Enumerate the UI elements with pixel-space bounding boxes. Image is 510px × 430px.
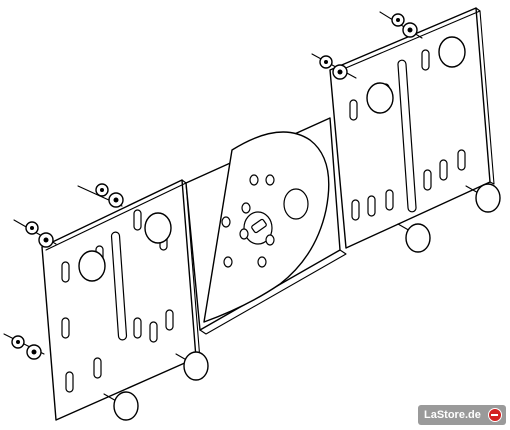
- lastore-watermark: LaStore.de: [418, 405, 506, 425]
- bolt-head: [144, 212, 172, 244]
- slot: [351, 199, 360, 221]
- slot: [93, 357, 102, 379]
- slot: [385, 189, 394, 211]
- nut-washer-set: [311, 11, 423, 80]
- mushroom-bolts: [103, 183, 501, 421]
- bolt-head: [438, 36, 466, 68]
- right-plate: [329, 7, 495, 249]
- large-hole: [283, 188, 309, 220]
- center-plate: [185, 117, 347, 335]
- slot: [65, 371, 74, 393]
- left-plate: [41, 179, 201, 421]
- slot: [421, 49, 430, 71]
- slot: [367, 195, 376, 217]
- watermark-text: LaStore.de: [424, 409, 481, 421]
- slot: [149, 321, 158, 343]
- slot: [133, 209, 142, 231]
- slot: [349, 99, 358, 121]
- slot: [61, 261, 70, 283]
- nut-washer-set: [3, 183, 124, 360]
- slot: [457, 149, 466, 171]
- slot: [439, 159, 448, 181]
- slot: [61, 317, 70, 339]
- bolt-head: [78, 250, 106, 282]
- slot: [423, 169, 432, 191]
- slot: [133, 317, 142, 339]
- bolt-head: [366, 82, 394, 114]
- no-entry-icon: [488, 408, 502, 422]
- slot: [165, 309, 174, 331]
